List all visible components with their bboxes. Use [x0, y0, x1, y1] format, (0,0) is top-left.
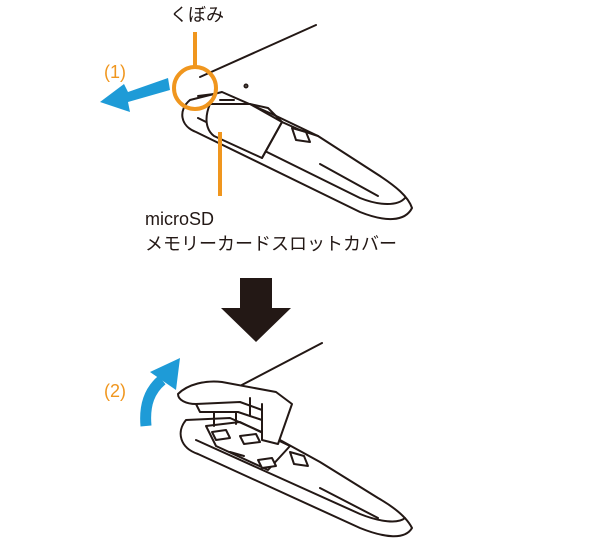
device-top-port	[291, 127, 311, 143]
slot-pin-1	[211, 429, 231, 441]
slide-arrow-icon	[100, 78, 170, 112]
notch-detail-1	[197, 93, 215, 97]
cover-label-line1: microSD	[145, 209, 214, 229]
device-top-rim	[197, 117, 406, 205]
slot-cover-open	[177, 380, 293, 445]
device-bottom-shade	[319, 487, 379, 519]
lift-arrow-icon	[140, 358, 180, 427]
device-top-hole	[243, 83, 249, 89]
notch-label: くぼみ	[170, 5, 224, 25]
down-arrow-icon	[221, 278, 291, 342]
cover-label-line2: メモリーカードスロットカバー	[145, 234, 397, 254]
device-bottom-rim	[195, 439, 406, 523]
device-bottom-back-edge	[237, 342, 323, 388]
device-top-seam	[261, 121, 319, 159]
step2-label: (2)	[104, 381, 126, 401]
device-bottom	[177, 342, 413, 538]
slot-cover-closed-top	[249, 103, 283, 123]
device-bottom-port	[289, 451, 309, 467]
slot-pin-3	[257, 457, 277, 469]
slot-cover-ribs	[249, 397, 263, 421]
device-top-back-edge	[199, 24, 317, 78]
device-top	[181, 24, 413, 220]
slot-cover-hinge	[213, 411, 237, 427]
device-top-shade	[319, 163, 379, 197]
notch-callout	[172, 32, 218, 111]
slot-detail	[229, 451, 245, 457]
card-slot	[205, 421, 291, 471]
slot-pin-2	[239, 433, 261, 445]
step1-label: (1)	[104, 62, 126, 82]
